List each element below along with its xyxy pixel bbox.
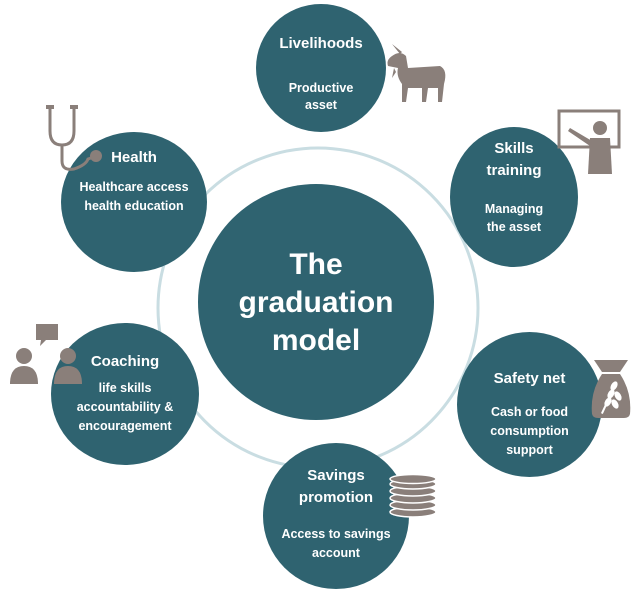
center-title-line-2: graduation	[238, 286, 394, 319]
skills-title-2: training	[486, 162, 542, 179]
livelihoods-desc-2: asset	[305, 98, 337, 112]
safety-desc-3: support	[506, 443, 553, 457]
stethoscope-icon	[46, 105, 102, 171]
skills-desc-2: the asset	[486, 220, 542, 234]
center-title-line-3: model	[271, 324, 361, 357]
coaching-desc-3: encouragement	[78, 419, 172, 433]
savings-desc-1: Access to savings	[281, 527, 391, 541]
coaching-circle: Coaching life skills accountability & en…	[51, 323, 199, 465]
center-circle: The graduation model	[198, 184, 434, 420]
center-title-line-1: The	[289, 248, 343, 281]
health-desc-2: health education	[84, 199, 184, 213]
savings-promotion-circle: Savings promotion Access to savings acco…	[263, 443, 409, 589]
teacher-board-icon	[557, 109, 621, 174]
safety-desc-1: Cash or food	[490, 405, 569, 419]
savings-title-1: Savings	[307, 467, 365, 484]
livelihoods-title: Livelihoods	[279, 35, 363, 52]
safety-desc-2: consumption	[490, 424, 569, 438]
safety-title: Safety net	[493, 370, 566, 387]
livelihoods-desc-1: Productive	[288, 81, 354, 95]
skills-title-1: Skills	[494, 140, 534, 157]
coaching-desc-2: accountability &	[76, 400, 174, 414]
health-title: Health	[111, 149, 157, 166]
coin-stack-icon	[389, 474, 437, 518]
grain-sack-icon	[591, 360, 631, 418]
savings-desc-2: account	[312, 546, 360, 560]
coaching-title: Coaching	[90, 353, 160, 370]
savings-title-2: promotion	[298, 489, 374, 506]
coaching-desc-1: life skills	[98, 381, 152, 395]
livelihoods-circle: Livelihoods Productive asset	[256, 4, 386, 132]
skills-training-circle: Skills training Managing the asset	[450, 127, 578, 267]
safety-net-circle: Safety net Cash or food consumption supp…	[457, 332, 602, 477]
health-circle: Health Healthcare access health educatio…	[61, 132, 207, 272]
goat-icon	[387, 44, 446, 102]
people-chat-icon	[10, 324, 82, 384]
health-desc-1: Healthcare access	[79, 180, 189, 194]
skills-desc-1: Managing	[484, 202, 544, 216]
